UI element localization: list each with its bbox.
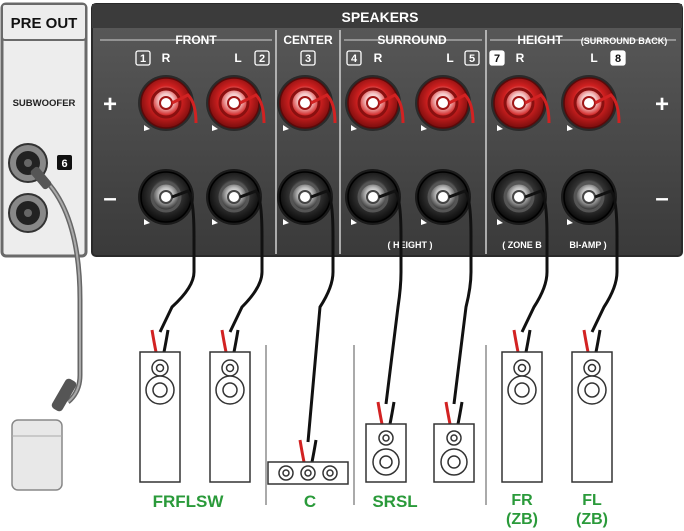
pre-out-title: PRE OUT	[11, 15, 78, 32]
terminal-number: 5	[469, 53, 475, 65]
terminal-number-box	[346, 50, 362, 66]
terminal-number-box	[300, 50, 316, 66]
terminal-minus-4[interactable]	[345, 169, 401, 225]
zone-b-label: ( ZONE B	[502, 240, 542, 250]
terminal-plus-1[interactable]	[138, 75, 194, 131]
terminal-plus-4[interactable]	[345, 75, 401, 131]
subwoofer-icon	[11, 419, 63, 491]
terminal-minus-3[interactable]	[277, 169, 333, 225]
group-height-label: HEIGHT	[517, 33, 563, 47]
terminal-side-label: R	[374, 51, 383, 65]
subwoofer-jack-2[interactable]	[8, 193, 48, 233]
minus-sign-right: –	[655, 185, 668, 212]
front-left-zone-b-speaker	[571, 351, 613, 483]
group-surround-label: SURROUND	[377, 33, 447, 47]
front-right-zone-b-speaker	[501, 351, 543, 483]
terminal-number: 3	[305, 53, 311, 65]
bottom-labels: FRFLSW C SRSL FR (ZB) FL (ZB)	[153, 492, 608, 528]
plus-sign-left: +	[103, 91, 117, 118]
terminal-number-box	[135, 50, 151, 66]
terminal-minus-1[interactable]	[138, 169, 194, 225]
terminal-minus-6[interactable]	[491, 169, 547, 225]
front-right-speaker	[139, 351, 181, 483]
group-front-label: FRONT	[175, 33, 217, 47]
terminal-number-box	[254, 50, 270, 66]
terminal-number: 2	[259, 53, 265, 65]
label-fl-zb-sub: (ZB)	[576, 511, 608, 528]
terminal-minus-5[interactable]	[415, 169, 471, 225]
label-c: C	[304, 492, 316, 511]
terminal-number-box	[464, 50, 480, 66]
surround-left-speaker	[433, 423, 475, 483]
terminal-number: 4	[351, 53, 358, 65]
minus-sign-left: –	[103, 185, 116, 212]
bi-amp-label: BI-AMP )	[569, 240, 606, 250]
terminal-side-label: L	[446, 51, 453, 65]
label-fr-zb-sub: (ZB)	[506, 511, 538, 528]
label-fl-zb: FL	[582, 492, 602, 509]
group-center-label: CENTER	[283, 33, 333, 47]
center-speaker	[267, 461, 349, 485]
surround-back-label: (SURROUND BACK)	[581, 36, 668, 46]
terminal-side-label: R	[162, 51, 171, 65]
terminal-number: 8	[615, 53, 621, 65]
terminal-number: 1	[140, 53, 146, 65]
terminal-minus-7[interactable]	[561, 169, 617, 225]
label-fr-zb: FR	[511, 492, 533, 509]
terminal-number-box	[489, 50, 505, 66]
terminal-number-box	[610, 50, 626, 66]
plus-sign-right: +	[655, 91, 669, 118]
label-fr-fl-sw: FRFLSW	[153, 492, 225, 511]
terminal-side-label: L	[234, 51, 241, 65]
speakers-title: SPEAKERS	[341, 9, 418, 25]
sub-channel-number: 6	[61, 158, 67, 170]
subwoofer-jack-1[interactable]	[8, 143, 48, 183]
front-left-speaker	[209, 351, 251, 483]
subwoofer-cable	[30, 166, 83, 412]
terminal-plus-6[interactable]	[491, 75, 547, 131]
speakers-panel: SPEAKERS FRONT CENTER SURROUND HEIGHT (S…	[91, 3, 683, 257]
terminal-plus-3[interactable]	[277, 75, 333, 131]
subwoofer-label: SUBWOOFER	[13, 98, 76, 109]
terminal-plus-5[interactable]	[415, 75, 471, 131]
label-sr-sl: SRSL	[372, 492, 417, 511]
terminal-minus-2[interactable]	[206, 169, 262, 225]
terminal-plus-7[interactable]	[561, 75, 617, 131]
height-sub-label: ( HEIGHT )	[388, 240, 433, 250]
pre-out-panel: PRE OUT SUBWOOFER 6	[0, 2, 88, 258]
terminal-side-label: R	[516, 51, 525, 65]
terminal-plus-2[interactable]	[206, 75, 262, 131]
terminal-number: 7	[494, 53, 500, 65]
terminal-side-label: L	[590, 51, 597, 65]
surround-right-speaker	[365, 423, 407, 483]
